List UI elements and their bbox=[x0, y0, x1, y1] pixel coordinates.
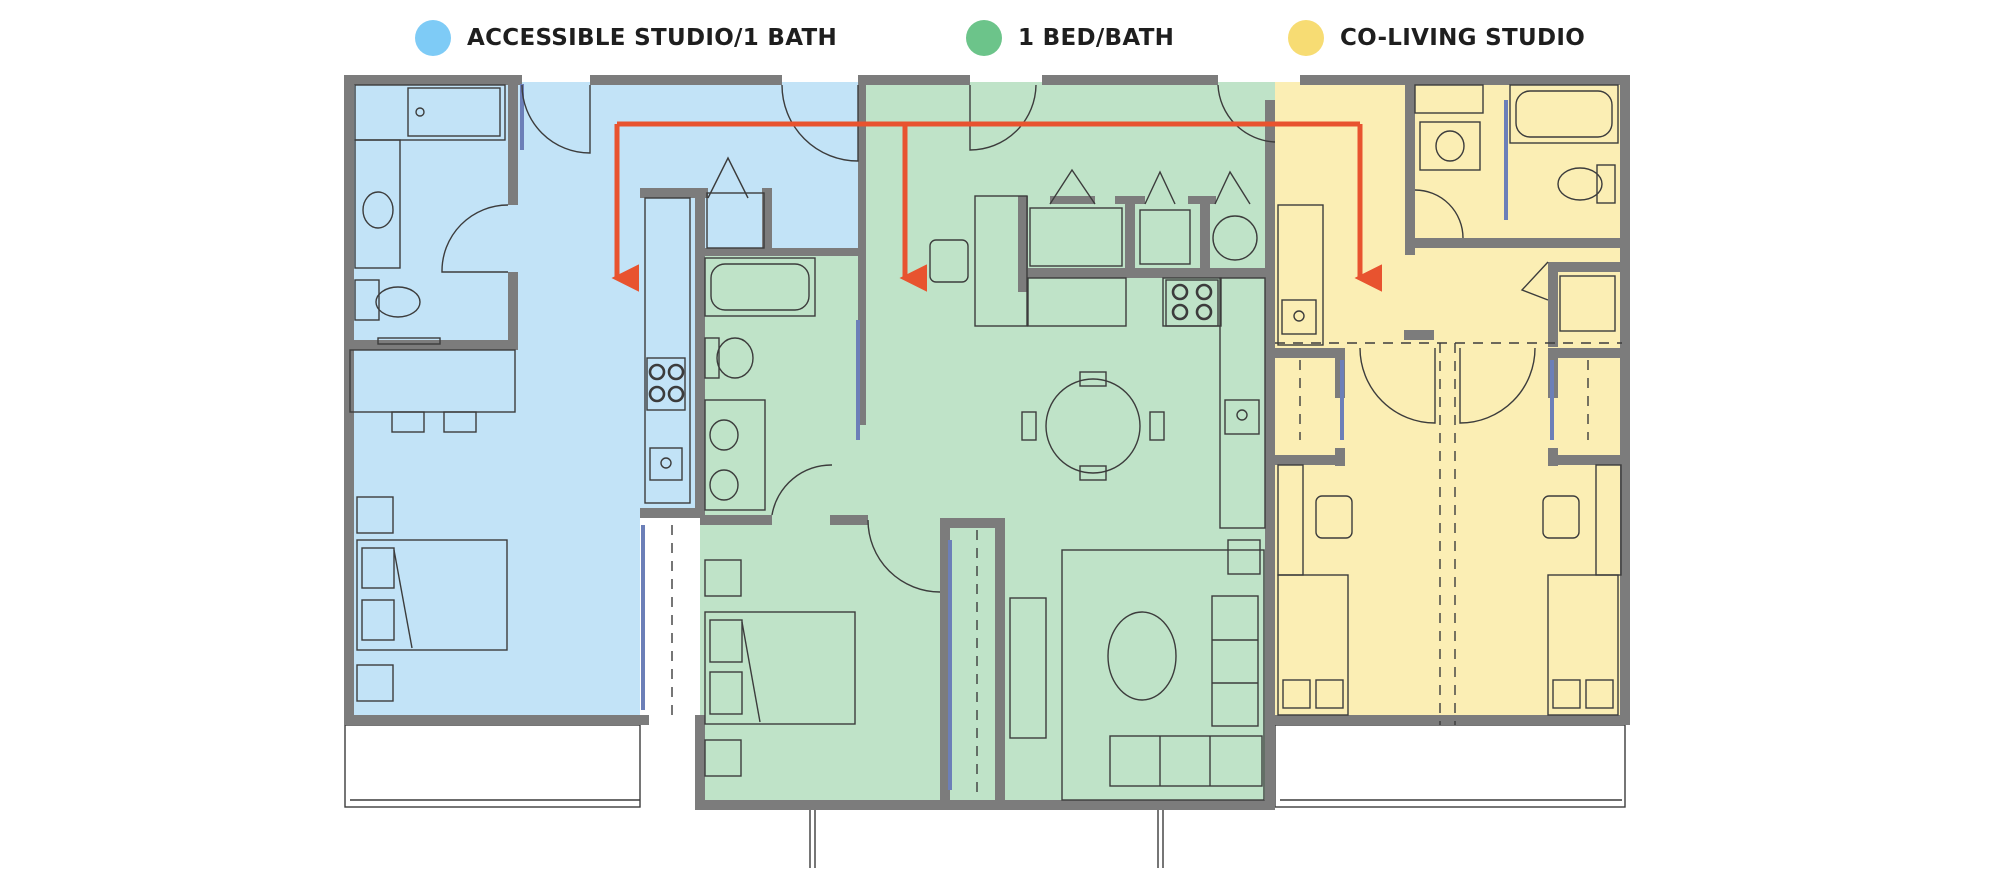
kitchen-island bbox=[349, 349, 516, 413]
table-icon bbox=[1045, 378, 1141, 474]
legend-label-co-living: CO-LIVING STUDIO bbox=[1340, 25, 1586, 51]
storage-closet bbox=[706, 192, 765, 249]
door-swing-icon bbox=[521, 84, 591, 154]
legend-item-accessible-studio: ACCESSIBLE STUDIO/1 BATH bbox=[415, 20, 837, 56]
toilet-icon bbox=[1596, 164, 1616, 204]
sofa-icon bbox=[1109, 735, 1263, 787]
balcony-co-living bbox=[1274, 724, 1626, 808]
washer bbox=[1212, 215, 1258, 261]
nightstand bbox=[704, 739, 742, 777]
nightstand bbox=[704, 559, 742, 597]
closet-door-icon bbox=[1144, 170, 1176, 205]
chair-icon bbox=[1542, 495, 1580, 539]
legend-swatch-co-living bbox=[1288, 20, 1324, 56]
stool bbox=[391, 411, 425, 433]
coffee-table bbox=[1107, 611, 1177, 701]
windows bbox=[520, 84, 1554, 790]
stool bbox=[443, 411, 477, 433]
legend-item-co-living: CO-LIVING STUDIO bbox=[1288, 20, 1585, 56]
fixtures bbox=[349, 84, 1622, 801]
door-swing-icon bbox=[1359, 347, 1436, 424]
balcony-accessible bbox=[344, 724, 641, 808]
chair-icon bbox=[929, 239, 969, 283]
legend-label-accessible: ACCESSIBLE STUDIO/1 BATH bbox=[467, 25, 838, 51]
sink-icon bbox=[1281, 299, 1317, 335]
bathtub-icon bbox=[704, 257, 816, 317]
vanity bbox=[1414, 84, 1484, 114]
chair-icon bbox=[1021, 411, 1037, 441]
sink-icon bbox=[362, 191, 394, 229]
door-swing-icon bbox=[781, 84, 859, 162]
kitchen-counter bbox=[1277, 204, 1324, 346]
toilet-icon bbox=[354, 279, 380, 321]
closet-door-icon bbox=[1214, 170, 1251, 205]
chair-icon bbox=[1315, 495, 1353, 539]
door-swing-icon bbox=[867, 519, 941, 593]
sink-icon bbox=[1435, 130, 1465, 162]
door-swing-icon bbox=[1459, 347, 1536, 424]
nightstand bbox=[356, 664, 394, 702]
bed-icon bbox=[704, 611, 856, 725]
bed-icon bbox=[1277, 574, 1349, 716]
rug bbox=[1061, 549, 1265, 801]
circulation-arrows bbox=[611, 121, 1382, 292]
nightstand bbox=[356, 496, 394, 534]
zone-accessible-studio bbox=[350, 82, 862, 722]
bed-icon bbox=[1547, 574, 1619, 716]
kitchen-counter bbox=[644, 197, 691, 504]
chair-icon bbox=[1149, 411, 1165, 441]
door-swing-icon bbox=[969, 84, 1037, 151]
shower-bench bbox=[354, 84, 506, 141]
walls bbox=[344, 75, 1630, 810]
door-swing-icon bbox=[1520, 261, 1549, 301]
console-table bbox=[1009, 597, 1047, 739]
legend-swatch-accessible bbox=[415, 20, 451, 56]
closet-interior bbox=[1029, 207, 1123, 267]
sink-icon bbox=[1224, 399, 1260, 435]
desk bbox=[974, 195, 1028, 327]
closet-door-icon bbox=[1049, 168, 1096, 205]
stove-icon bbox=[1165, 279, 1219, 327]
zone-co-living-studio bbox=[1275, 82, 1622, 722]
dashed-partitions bbox=[671, 342, 1622, 800]
kitchen-counter bbox=[1219, 277, 1266, 529]
legend-swatch-1-bed bbox=[966, 20, 1002, 56]
storage-closet bbox=[1559, 275, 1616, 332]
sink-icon bbox=[709, 469, 739, 501]
legend: ACCESSIBLE STUDIO/1 BATH 1 BED/BATH CO-L… bbox=[0, 14, 2000, 64]
bed-icon bbox=[356, 539, 508, 651]
sink-icon bbox=[709, 419, 739, 451]
vanity bbox=[704, 399, 766, 511]
toilet-icon bbox=[704, 337, 720, 379]
stove-icon bbox=[646, 357, 686, 411]
vanity bbox=[354, 139, 401, 269]
door-swing-icon bbox=[771, 464, 833, 516]
door-swing-icon bbox=[1414, 189, 1464, 239]
sink-icon bbox=[649, 447, 683, 481]
legend-label-1-bed: 1 BED/BATH bbox=[1018, 25, 1175, 51]
door-swing-icon bbox=[441, 204, 509, 273]
unit-zones bbox=[350, 82, 1622, 806]
closet-door-icon bbox=[707, 156, 749, 199]
bathtub-icon bbox=[1509, 84, 1619, 144]
side-table bbox=[1227, 539, 1261, 575]
counter bbox=[1027, 277, 1127, 327]
sofa-icon bbox=[1211, 595, 1259, 727]
legend-item-1-bed-bath: 1 BED/BATH bbox=[966, 20, 1174, 56]
